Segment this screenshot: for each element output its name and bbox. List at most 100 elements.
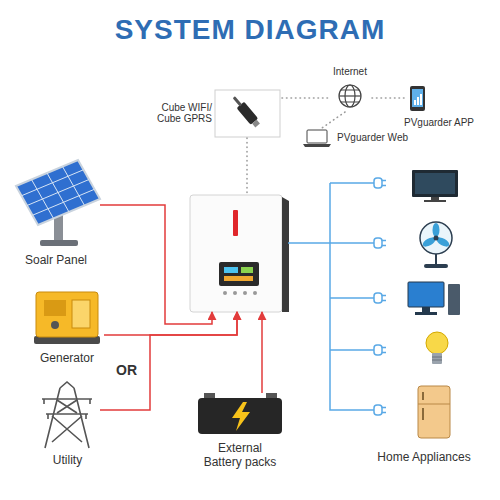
battery-icon <box>232 402 250 431</box>
fan-icon <box>433 223 440 237</box>
inverter-icon <box>233 291 237 295</box>
fan-icon <box>420 222 452 268</box>
component-node: PVguarder APP <box>404 84 480 128</box>
component-node: Utility <box>35 383 100 468</box>
phone-icon <box>410 86 425 111</box>
inverter-icon <box>282 197 289 312</box>
bulb-icon <box>426 332 448 354</box>
bulb-icon <box>432 357 442 360</box>
phone-icon <box>412 89 423 107</box>
fan-icon <box>424 264 448 268</box>
fridge-icon <box>422 392 424 400</box>
data-link <box>322 112 345 128</box>
power-output-line <box>288 243 368 410</box>
appliance-bus-wire <box>330 183 368 350</box>
globe-icon <box>339 85 361 107</box>
tv-icon <box>424 200 446 202</box>
globe-icon <box>339 95 361 96</box>
node-label: PVguarder Web <box>337 132 408 144</box>
generator-icon <box>72 300 90 328</box>
laptop-icon <box>303 144 331 147</box>
fridge-icon <box>418 386 450 438</box>
plug-symbol <box>368 293 386 303</box>
component-node: PVguarder Web <box>302 128 408 148</box>
wifi-dongle-icon <box>215 90 280 137</box>
inverter-icon <box>190 195 289 312</box>
wifi-dongle-icon <box>252 120 260 128</box>
power-tower-icon <box>44 399 90 419</box>
component-node: Cube WIFI/ Cube GPRS <box>150 88 282 138</box>
solar-panel-icon <box>40 240 78 246</box>
component-node: Soalr Panel <box>12 158 100 268</box>
component-node: Home Appliances <box>368 383 480 465</box>
inverter-icon <box>219 262 259 286</box>
component-node <box>190 195 288 312</box>
plug-symbol <box>368 238 386 248</box>
fan-icon <box>420 222 452 254</box>
solar-panel-icon <box>22 167 95 219</box>
node-label: Soalr Panel <box>25 254 87 268</box>
inverter-icon <box>190 195 282 312</box>
wifi-dongle-icon <box>215 90 280 137</box>
power-tower-icon <box>45 382 89 448</box>
component-node: Internet <box>328 66 372 112</box>
diagram-title: SYSTEM DIAGRAM <box>0 14 500 46</box>
computer-icon <box>408 282 444 307</box>
inverter-icon <box>253 291 257 295</box>
generator-icon <box>44 300 66 316</box>
inverter-icon <box>241 267 253 273</box>
computer-icon <box>448 284 460 315</box>
plug-symbol <box>368 405 386 415</box>
wifi-dongle-icon <box>230 94 261 129</box>
data-link <box>372 97 404 99</box>
inverter-icon <box>243 291 247 295</box>
tv-icon <box>431 197 439 200</box>
globe-icon <box>341 90 359 102</box>
tv-icon <box>412 170 458 202</box>
phone-icon <box>414 100 416 105</box>
tv-icon <box>412 170 458 197</box>
computer-icon <box>408 282 460 315</box>
bulb-icon <box>426 332 448 364</box>
wifi-dongle-icon <box>233 96 242 106</box>
generator-icon <box>51 321 59 329</box>
data-link <box>246 138 248 195</box>
battery-icon <box>198 398 282 434</box>
node-label: Generator <box>40 352 94 366</box>
generator-icon <box>36 292 98 337</box>
or-label: OR <box>116 362 137 378</box>
phone-icon <box>417 97 419 105</box>
inverter-icon <box>224 267 238 273</box>
battery-icon <box>198 393 282 434</box>
fridge-icon <box>418 386 450 438</box>
node-label: External Battery packs <box>199 442 281 470</box>
data-link <box>282 97 328 99</box>
power-tower-icon <box>42 382 92 448</box>
plug-symbol <box>368 178 386 188</box>
generator-icon <box>34 292 100 344</box>
fan-icon <box>434 236 439 241</box>
bulb-icon <box>432 353 442 364</box>
globe-icon <box>339 85 361 107</box>
laptop-icon <box>303 130 331 147</box>
power-input-line <box>100 205 212 324</box>
tv-icon <box>415 173 455 194</box>
inverter-icon <box>233 210 238 236</box>
computer-icon <box>415 312 437 315</box>
computer-icon <box>422 307 430 312</box>
phone-icon <box>420 94 422 105</box>
node-label: Utility <box>53 454 82 468</box>
solar-panel-icon <box>16 160 100 225</box>
component-node: External Battery packs <box>190 393 290 470</box>
phone-icon <box>410 86 425 111</box>
laptop-icon <box>307 130 327 143</box>
solar-panel-icon <box>16 160 100 246</box>
fridge-icon <box>418 404 450 405</box>
inverter-icon <box>224 276 253 281</box>
inverter-icon <box>223 291 227 295</box>
component-node: Generator <box>30 288 104 366</box>
power-input-line <box>104 312 237 335</box>
